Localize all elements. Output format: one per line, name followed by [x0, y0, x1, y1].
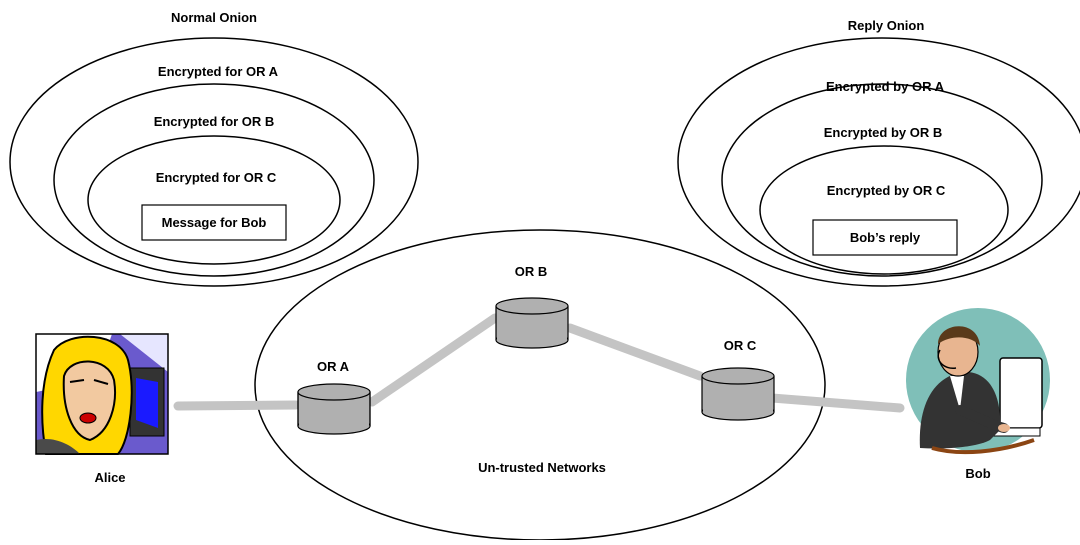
router-b-fill — [497, 322, 567, 340]
reply-onion-layer-label-a: Encrypted by OR A — [826, 79, 945, 94]
network-label: Un-trusted Networks — [478, 460, 606, 475]
normal-onion-layer-label-b: Encrypted for OR B — [154, 114, 275, 129]
bob-collar — [950, 376, 964, 410]
router-a-label: OR A — [317, 359, 350, 374]
normal-onion-layer-label-c: Encrypted for OR C — [156, 170, 277, 185]
link-alice-ora — [173, 400, 301, 411]
route-links — [173, 313, 905, 413]
reply-onion-layer-label-c: Encrypted by OR C — [827, 183, 946, 198]
normal-onion-layer-outer — [9, 37, 419, 287]
reply-onion-core-box — [812, 219, 958, 256]
alice-monitor-screen — [136, 378, 158, 428]
router-c-label: OR C — [724, 338, 757, 353]
bob-monitor — [999, 357, 1043, 429]
router-a-fill — [299, 410, 369, 426]
alice-right-eye — [93, 379, 109, 385]
link-orb-orc — [565, 323, 705, 381]
bob-hand — [998, 424, 1010, 432]
alice-illustration: Alice — [35, 333, 169, 485]
alice-light-corner — [120, 334, 168, 372]
reply-onion-layer-outer — [677, 37, 1080, 287]
normal-onion-core-label: Message for Bob — [162, 215, 267, 230]
reply-onion-layer-inner — [759, 145, 1009, 275]
reply-onion-title: Reply Onion — [848, 18, 925, 33]
bob-hair — [938, 326, 980, 346]
router-b-label: OR B — [515, 264, 548, 279]
router-b-top — [495, 297, 569, 315]
alice-shoulder — [36, 438, 80, 454]
normal-onion-title: Normal Onion — [171, 10, 257, 25]
normal-onion: Normal Onion Encrypted for OR A Encrypte… — [9, 10, 419, 287]
bob-desk — [931, 438, 1035, 455]
bob-label: Bob — [965, 466, 990, 481]
normal-onion-layer-inner — [87, 135, 341, 265]
reply-onion-layer-middle — [721, 83, 1043, 277]
alice-left-eye — [69, 379, 85, 383]
router-c-fill — [703, 394, 773, 412]
reply-onion-layer-label-b: Encrypted by OR B — [824, 125, 942, 140]
link-orc-bob — [767, 393, 905, 413]
bob-illustration: Bob — [906, 308, 1050, 481]
router-or-a: OR A — [297, 359, 371, 435]
alice-frame — [35, 333, 169, 455]
normal-onion-layer-label-a: Encrypted for OR A — [158, 64, 279, 79]
normal-onion-layer-middle — [53, 83, 375, 277]
bob-headset-mic — [937, 349, 957, 369]
router-or-c: OR C — [701, 338, 775, 421]
reply-onion-core-label: Bob’s reply — [850, 230, 921, 245]
router-or-b: OR B — [495, 264, 569, 349]
router-c-top — [701, 367, 775, 385]
link-ora-orb — [367, 313, 500, 407]
reply-onion: Reply Onion Encrypted by OR A Encrypted … — [677, 18, 1080, 287]
alice-label: Alice — [94, 470, 125, 485]
alice-mouth — [79, 412, 97, 424]
router-a-top — [297, 383, 371, 401]
normal-onion-core-box — [141, 204, 287, 241]
